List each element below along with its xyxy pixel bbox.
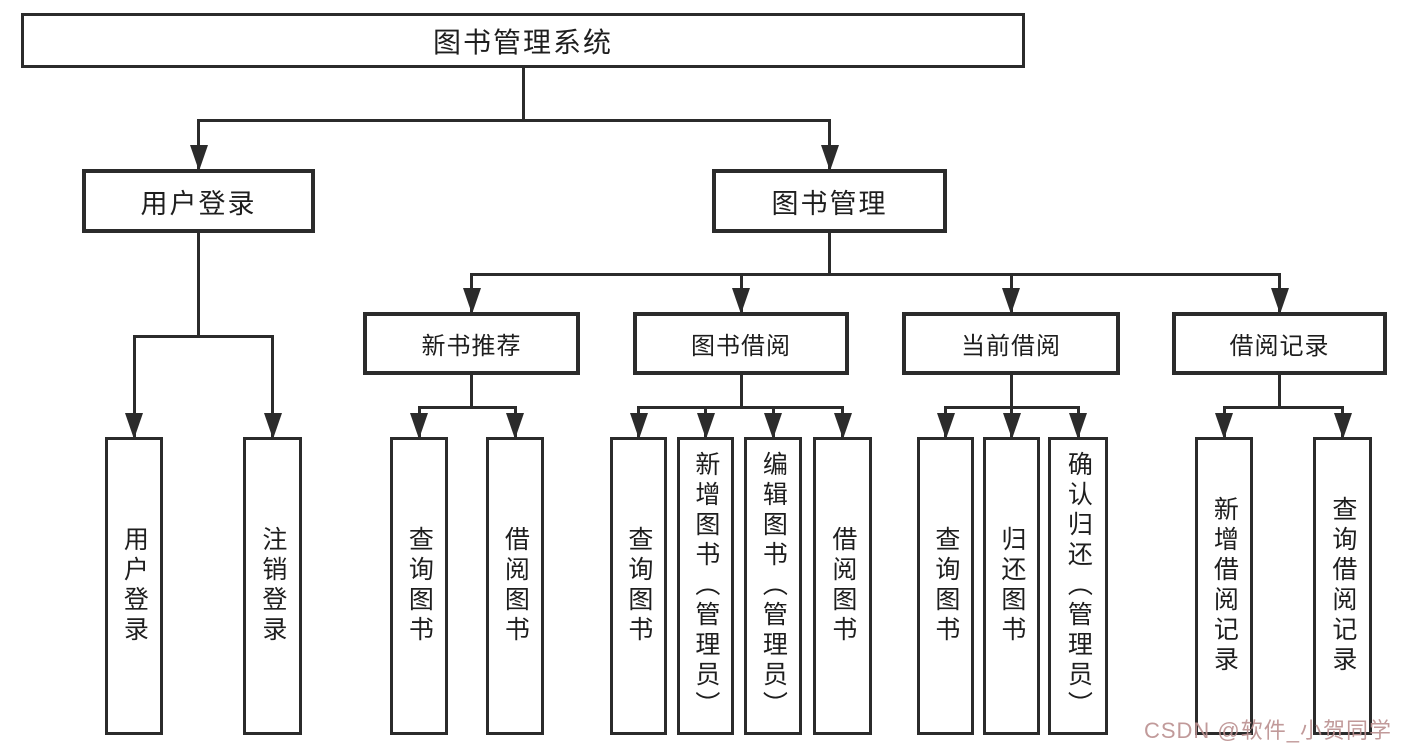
arrowhead-down-icon	[764, 413, 782, 439]
node-query-book-cb-box: 查询图书	[917, 437, 974, 735]
node-book-borrow-label: 图书借阅	[691, 333, 791, 360]
node-new-book-rec-label: 新书推荐	[421, 333, 522, 360]
node-edit-book-bb-label: 编辑图书（管理员）	[759, 451, 788, 721]
edge-line	[197, 119, 831, 122]
csdn-watermark: CSDN @软件_小贺同学	[1143, 718, 1392, 743]
arrowhead-down-icon	[1069, 413, 1087, 439]
edge-line	[197, 119, 200, 169]
node-query-book-cb-label: 查询图书	[931, 526, 960, 646]
edge-line	[132, 335, 274, 338]
edge-line	[828, 231, 831, 276]
arrowhead-down-icon	[1270, 288, 1289, 314]
arrowhead-down-icon	[1333, 413, 1352, 439]
node-query-book-rec-label: 查询图书	[405, 526, 434, 646]
edge-line	[1222, 406, 1344, 409]
node-user-login-label: 用户登录	[140, 188, 257, 219]
node-root-box: 图书管理系统	[21, 13, 1025, 68]
node-book-borrow-box: 图书借阅	[633, 312, 849, 375]
node-edit-book-bb-box: 编辑图书（管理员）	[744, 437, 802, 735]
arrowhead-down-icon	[1215, 413, 1233, 439]
edge-line	[417, 406, 517, 409]
node-borrow-book-bb-box: 借阅图书	[813, 437, 872, 735]
node-logout-leaf-label: 注销登录	[258, 526, 287, 646]
edge-line	[197, 231, 200, 338]
node-current-borrow-label: 当前借阅	[961, 333, 1061, 360]
node-return-book-cb-box: 归还图书	[983, 437, 1040, 735]
node-query-book-rec-box: 查询图书	[390, 437, 448, 735]
node-book-mgmt-label: 图书管理	[771, 188, 888, 219]
node-new-book-rec-box: 新书推荐	[363, 312, 580, 375]
arrowhead-down-icon	[125, 413, 143, 439]
node-add-book-bb-label: 新增图书（管理员）	[691, 451, 720, 721]
arrowhead-down-icon	[462, 288, 481, 314]
node-logout-leaf-box: 注销登录	[243, 437, 302, 735]
node-borrow-record-box: 借阅记录	[1172, 312, 1387, 375]
node-return-book-cb-label: 归还图书	[997, 526, 1026, 646]
node-add-book-bb-box: 新增图书（管理员）	[677, 437, 734, 735]
arrowhead-down-icon	[189, 145, 208, 171]
arrowhead-down-icon	[936, 413, 955, 439]
node-borrow-book-rec-box: 借阅图书	[486, 437, 544, 735]
node-borrow-record-label: 借阅记录	[1229, 333, 1330, 360]
node-book-mgmt-box: 图书管理	[712, 169, 947, 233]
edge-line	[521, 66, 525, 122]
node-login-leaf-box: 用户登录	[105, 437, 163, 735]
node-root-label: 图书管理系统	[432, 26, 613, 58]
node-add-record-br-box: 新增借阅记录	[1195, 437, 1253, 735]
arrowhead-down-icon	[820, 145, 839, 171]
arrowhead-down-icon	[1002, 288, 1020, 314]
edge-line	[1278, 373, 1281, 409]
arrowhead-down-icon	[506, 413, 524, 439]
arrowhead-down-icon	[696, 413, 715, 439]
node-confirm-return-cb-box: 确认归还（管理员）	[1048, 437, 1108, 735]
node-query-record-br-box: 查询借阅记录	[1313, 437, 1372, 735]
node-query-book-bb-box: 查询图书	[610, 437, 667, 735]
edge-line	[470, 373, 473, 409]
node-query-book-bb-label: 查询图书	[624, 526, 653, 646]
arrowhead-down-icon	[732, 288, 750, 314]
node-confirm-return-cb-label: 确认归还（管理员）	[1064, 451, 1093, 721]
edge-line	[739, 373, 743, 409]
arrowhead-down-icon	[629, 413, 648, 439]
node-add-record-br-label: 新增借阅记录	[1210, 496, 1239, 676]
node-current-borrow-box: 当前借阅	[902, 312, 1120, 375]
arrowhead-down-icon	[833, 413, 852, 439]
arrowhead-down-icon	[1002, 413, 1021, 439]
node-query-record-br-label: 查询借阅记录	[1328, 496, 1357, 676]
edge-line	[470, 273, 1281, 276]
arrowhead-down-icon	[410, 413, 428, 439]
node-user-login-box: 用户登录	[82, 169, 315, 233]
edge-line	[828, 119, 831, 169]
edge-line	[132, 335, 136, 437]
edge-line	[271, 335, 274, 437]
arrowhead-down-icon	[263, 413, 282, 439]
node-borrow-book-rec-label: 借阅图书	[501, 526, 530, 646]
node-borrow-book-bb-label: 借阅图书	[828, 526, 857, 646]
node-login-leaf-label: 用户登录	[120, 526, 149, 646]
edge-line	[1009, 373, 1013, 409]
edge-line	[637, 406, 844, 409]
